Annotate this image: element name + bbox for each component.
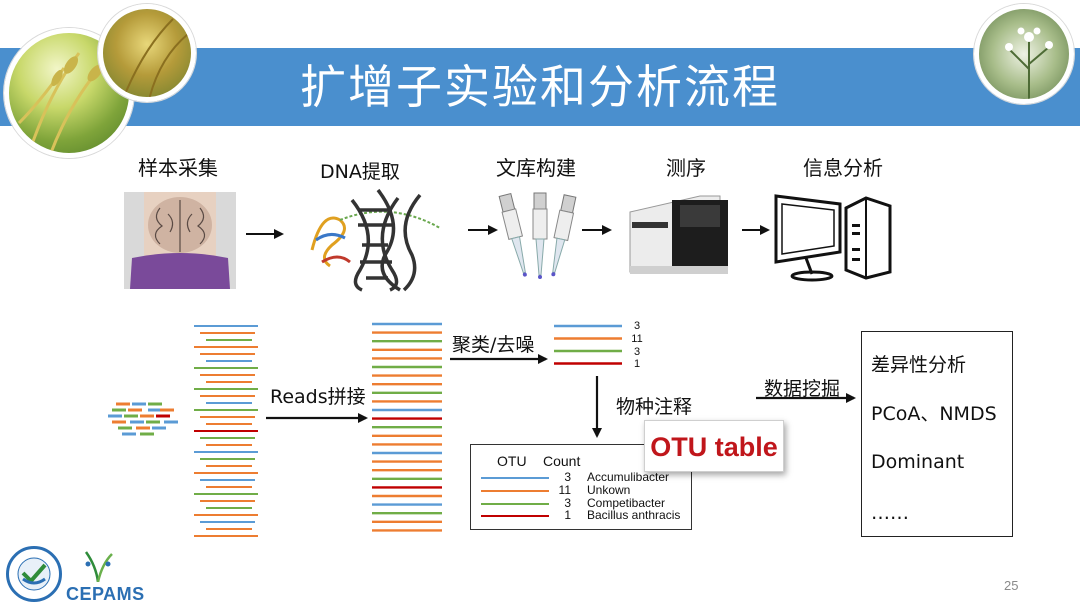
otu-row-line (481, 490, 549, 492)
count-column-header: Count (543, 453, 581, 469)
pipettes-illustration (498, 192, 577, 279)
rice-photo (98, 4, 196, 102)
reads-join-label: Reads拼接 (270, 386, 366, 408)
clustered-otu-lines (554, 324, 622, 365)
result-pcoa-nmds: PCoA、NMDS (871, 403, 997, 425)
cluster-count: 3 (633, 346, 641, 358)
analysis-results-box: 差异性分析 PCoA、NMDS Dominant …… (861, 331, 1013, 537)
otu-row-line (481, 515, 549, 517)
otu-table: OTU Count 3 Accumulibacter 11 Unkown 3 C… (470, 444, 692, 530)
otu-row-count: 3 (564, 470, 571, 484)
step-sequencing-label: 测序 (666, 156, 706, 180)
cepams-logo-icon (78, 548, 118, 583)
otu-row-name: Bacillus anthracis (587, 508, 681, 522)
page-number: 25 (1004, 578, 1019, 593)
otu-row-name: Competibacter (587, 496, 666, 510)
step-analysis-label: 信息分析 (803, 156, 883, 180)
joined-reads-column (372, 322, 442, 532)
data-mining-label: 数据挖掘 (764, 378, 841, 400)
cluster-count: 1 (633, 358, 641, 370)
otu-row-line (481, 503, 549, 505)
otu-row-name: Unkown (587, 483, 631, 497)
step-dna-extraction-label: DNA提取 (320, 161, 400, 183)
species-annotation-label: 物种注释 (616, 396, 693, 418)
top-row-arrows (246, 225, 770, 239)
result-ellipsis: …… (871, 502, 909, 524)
wheat-photo (4, 28, 134, 158)
institute-seal-logo (6, 546, 62, 602)
otu-row-line (481, 477, 549, 479)
cepams-logo-text: CEPAMS (66, 584, 145, 604)
otu-column-header: OTU (497, 453, 527, 469)
result-dominant: Dominant (871, 451, 965, 473)
dna-illustration (310, 188, 441, 292)
raw-reads-column (194, 325, 258, 537)
otu-row-count: 1 (564, 508, 571, 522)
flower-photo (974, 4, 1074, 104)
computer-illustration (774, 194, 892, 282)
step-library-label: 文库构建 (496, 156, 576, 180)
otu-row-count: 11 (558, 483, 571, 497)
step-sampling-label: 样本采集 (138, 156, 218, 180)
lower-arrows (266, 354, 856, 438)
page-title: 扩增子实验和分析流程 (300, 60, 780, 114)
cluster-count: 3 (633, 320, 641, 332)
sequencer-illustration (629, 195, 728, 274)
otu-row-count: 3 (564, 496, 571, 510)
otu-row-name: Accumulibacter (587, 470, 670, 484)
abdomen-illustration (124, 192, 236, 289)
otu-table-badge: OTU table (644, 420, 784, 472)
result-differential-analysis: 差异性分析 (871, 354, 967, 376)
fragment-cluster (108, 402, 178, 436)
cluster-count: 11 (631, 333, 643, 345)
cluster-denoise-label: 聚类/去噪 (452, 334, 535, 356)
